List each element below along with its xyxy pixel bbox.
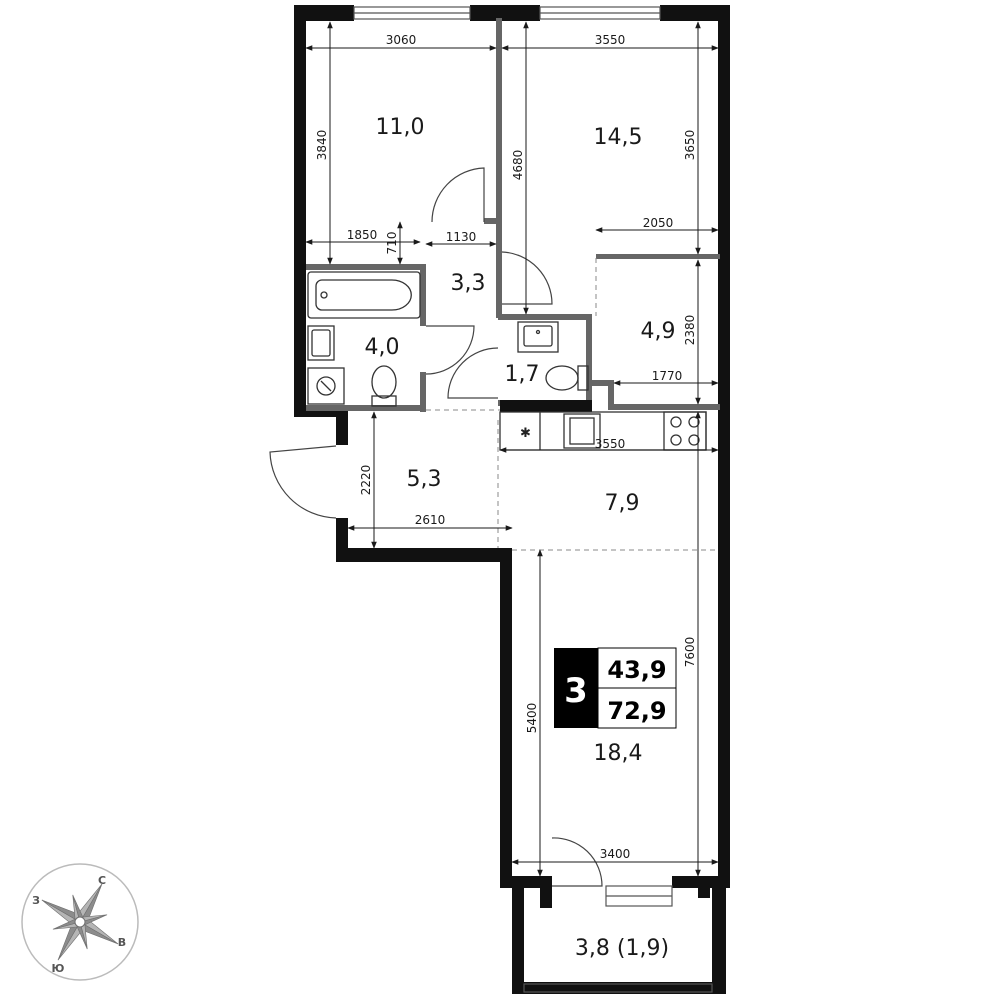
dim-1130: 1130 [446, 230, 477, 244]
dim-2220: 2220 [359, 465, 373, 496]
door-wc [447, 347, 499, 399]
bathtub [307, 271, 421, 319]
dim-3060: 3060 [386, 33, 417, 47]
dim-1850: 1850 [347, 228, 378, 242]
living-area: 43,9 [607, 656, 666, 684]
area-bedroom-2: 14,5 [594, 125, 643, 150]
dim-3400: 3400 [600, 847, 631, 861]
door-entrance [269, 445, 337, 519]
total-area: 72,9 [607, 697, 666, 725]
rooms-count: 3 [564, 671, 588, 711]
bath-sink [307, 325, 335, 361]
door-bedroom-1 [431, 167, 485, 223]
room-areas: 11,0 14,5 3,3 4,0 1,7 4,9 5,3 7,9 18,4 3… [365, 115, 676, 961]
exterior-walls [294, 5, 730, 994]
area-wc: 1,7 [505, 362, 540, 387]
fixtures [307, 271, 707, 451]
dim-3650: 3650 [683, 130, 697, 161]
apartment-badge: 3 43,9 72,9 [554, 647, 677, 729]
door-bedroom-2 [501, 251, 553, 305]
area-balcony: 3,8 (1,9) [575, 936, 669, 961]
dim-3550-top: 3550 [595, 33, 626, 47]
compass-east: В [118, 936, 126, 949]
dim-4680: 4680 [511, 150, 525, 181]
dimension-labels: 3060 3550 3840 4680 3650 1850 710 1130 2… [315, 33, 697, 861]
wc-toilet [545, 365, 589, 391]
area-storage: 4,9 [641, 319, 676, 344]
area-bathroom: 4,0 [365, 335, 400, 360]
rooms-count-box [554, 648, 598, 728]
compass-north: С [98, 874, 106, 887]
dim-7600: 7600 [683, 637, 697, 668]
door-balcony [551, 837, 603, 887]
area-living-room: 18,4 [594, 741, 643, 766]
dim-1770: 1770 [652, 369, 683, 383]
door-bathroom [425, 325, 475, 375]
cooktop [663, 411, 707, 451]
area-kitchen: 7,9 [605, 491, 640, 516]
compass-south: Ю [52, 962, 65, 975]
dim-5400: 5400 [525, 703, 539, 734]
dim-710: 710 [385, 232, 399, 255]
dim-3840: 3840 [315, 130, 329, 161]
fridge-icon: ✱ [520, 426, 531, 441]
compass-west: З [32, 894, 40, 907]
area-bedroom-1: 11,0 [376, 115, 425, 140]
doors [269, 167, 603, 887]
kitchen-top-wall [500, 400, 592, 412]
windows [353, 6, 713, 993]
area-hall: 5,3 [407, 467, 442, 492]
dimension-lines [305, 21, 719, 877]
dim-3550-kitchen: 3550 [595, 437, 626, 451]
zone-separators [426, 258, 718, 551]
dim-2380: 2380 [683, 315, 697, 346]
compass-rose-icon: С Ю З В [21, 863, 139, 981]
dim-2050: 2050 [643, 216, 674, 230]
dim-2610: 2610 [415, 513, 446, 527]
washing-machine [307, 367, 345, 405]
wc-sink [517, 321, 559, 353]
bath-toilet [371, 365, 397, 407]
area-corridor: 3,3 [451, 271, 486, 296]
